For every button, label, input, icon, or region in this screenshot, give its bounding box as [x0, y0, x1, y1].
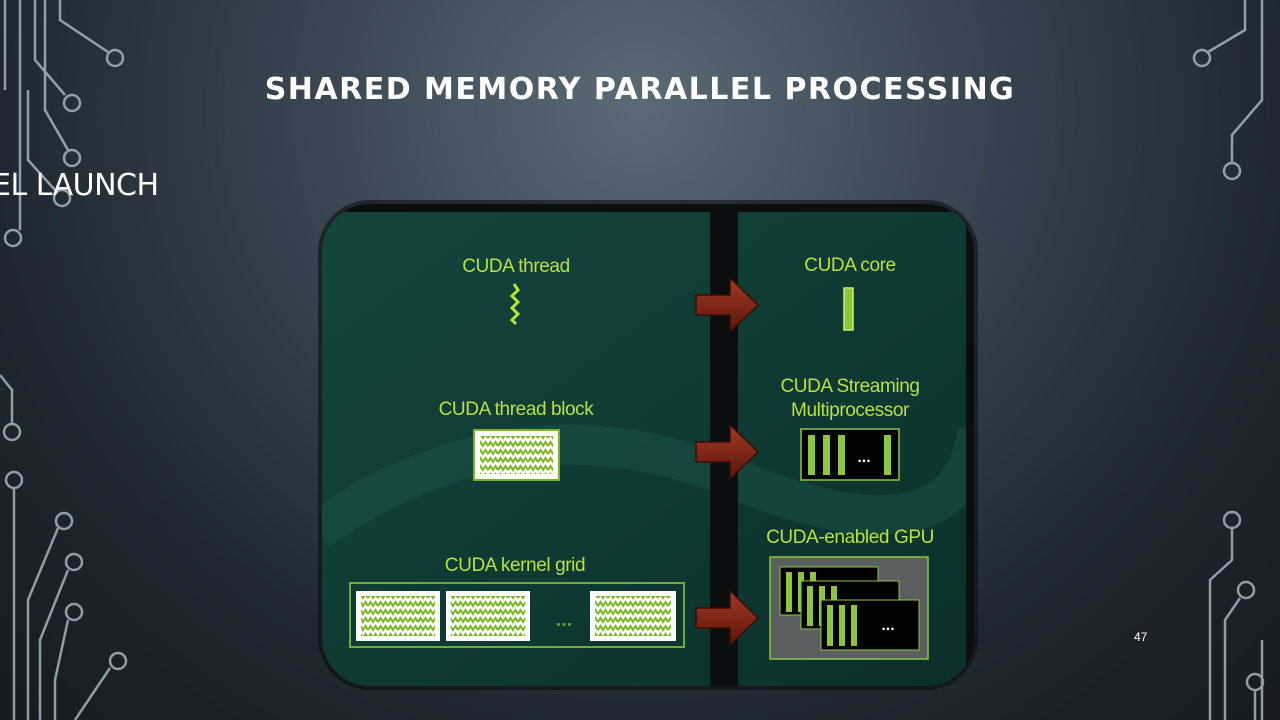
arrow-icon — [695, 423, 760, 481]
label-cuda-sm-line2: Multiprocessor — [791, 400, 910, 421]
label-cuda-kernel-grid: CUDA kernel grid — [445, 555, 585, 576]
grid-ellipsis: ... — [556, 609, 573, 631]
thread-block-icon — [473, 429, 560, 481]
cuda-gpu-icon — [769, 556, 929, 660]
gpu-ellipsis: ... — [881, 617, 894, 634]
cuda-core-icon — [843, 287, 854, 331]
kernel-grid-icon — [349, 582, 685, 648]
label-cuda-core: CUDA core — [804, 255, 895, 276]
thread-icon — [509, 283, 521, 326]
label-cuda-thread-block: CUDA thread block — [439, 399, 595, 420]
arrow-icon — [695, 276, 760, 334]
side-title: EL LAUNCH — [0, 168, 159, 203]
label-cuda-enabled-gpu: CUDA-enabled GPU — [766, 527, 934, 548]
sm-ellipsis: ... — [857, 449, 870, 466]
streaming-multiprocessor-icon — [800, 428, 900, 481]
arrow-icon — [695, 589, 760, 647]
slide-number: 47 — [1134, 630, 1148, 644]
slide-title: SHARED MEMORY PARALLEL PROCESSING — [264, 72, 1016, 107]
label-cuda-thread: CUDA thread — [462, 256, 570, 277]
label-cuda-sm-line1: CUDA Streaming — [780, 376, 919, 397]
cuda-mapping-diagram: CUDA thread CUDA thread block CUDA kerne… — [318, 200, 978, 690]
